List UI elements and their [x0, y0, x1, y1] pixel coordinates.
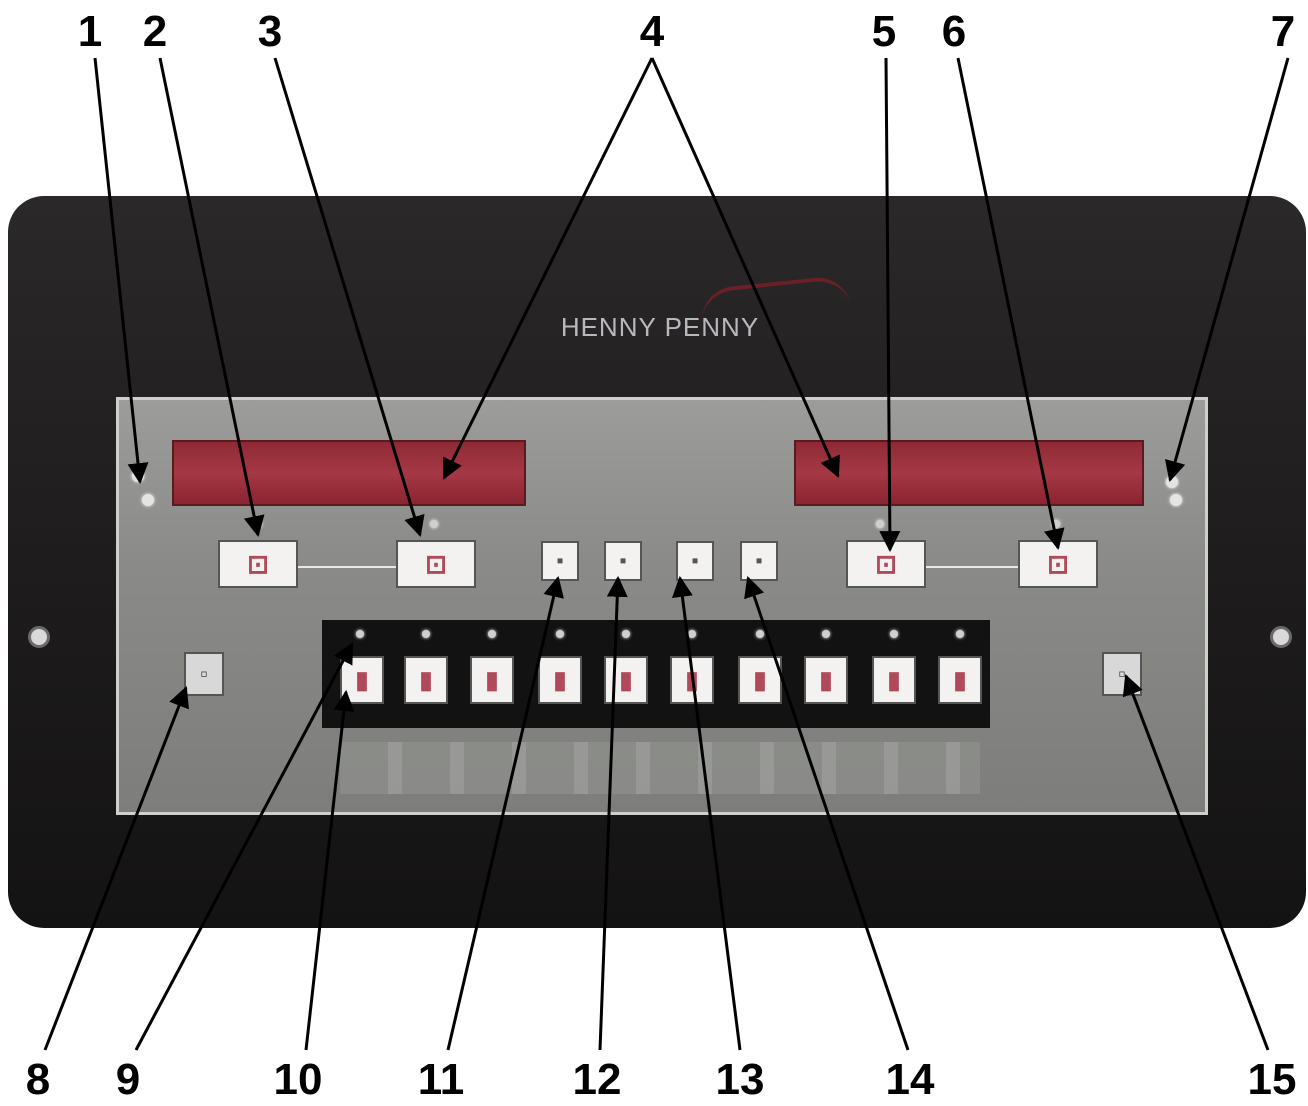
product-led-8 [822, 630, 830, 638]
callout-1: 1 [77, 7, 103, 56]
center-key-13[interactable]: ▪ [676, 541, 714, 581]
key-5-led [876, 520, 884, 528]
product-led-1 [356, 630, 364, 638]
product-led-3 [488, 630, 496, 638]
right-indicator-light-2 [1170, 494, 1182, 506]
left-display [172, 440, 526, 506]
product-key-6[interactable]: ▮ [670, 656, 714, 704]
callout-8: 8 [25, 1055, 51, 1104]
product-key-7[interactable]: ▮ [738, 656, 782, 704]
callout-15: 15 [1247, 1055, 1297, 1104]
center-key-12[interactable]: ▪ [604, 541, 642, 581]
product-key-8[interactable]: ▮ [804, 656, 848, 704]
callout-10: 10 [273, 1055, 323, 1104]
left-indicator-light [132, 470, 144, 482]
right-side-key[interactable]: ▫ [1102, 652, 1142, 696]
callout-4: 4 [639, 7, 665, 56]
right-product-key-2[interactable]: ⊡ [1018, 540, 1098, 588]
left-product-key-1[interactable]: ⊡ [218, 540, 298, 588]
lower-label-band [340, 742, 980, 794]
center-key-14[interactable]: ▪ [740, 541, 778, 581]
left-mounting-screw [28, 626, 50, 648]
callout-11: 11 [417, 1055, 465, 1104]
right-product-key-1[interactable]: ⊡ [846, 540, 926, 588]
center-key-11[interactable]: ▪ [541, 541, 579, 581]
product-key-5[interactable]: ▮ [604, 656, 648, 704]
product-led-9 [890, 630, 898, 638]
callout-14: 14 [885, 1055, 935, 1104]
product-led-7 [756, 630, 764, 638]
left-product-key-2[interactable]: ⊡ [396, 540, 476, 588]
product-key-4[interactable]: ▮ [538, 656, 582, 704]
callout-5: 5 [871, 7, 897, 56]
right-mounting-screw [1270, 626, 1292, 648]
product-key-2[interactable]: ▮ [404, 656, 448, 704]
product-key-1[interactable]: ▮ [340, 656, 384, 704]
product-led-6 [688, 630, 696, 638]
callout-9: 9 [115, 1055, 141, 1104]
callout-3: 3 [257, 7, 283, 56]
callout-2: 2 [142, 7, 168, 56]
callout-12: 12 [572, 1055, 622, 1104]
product-led-5 [622, 630, 630, 638]
product-led-4 [556, 630, 564, 638]
key-2-led [254, 520, 262, 528]
left-indicator-light-2 [142, 494, 154, 506]
product-key-10[interactable]: ▮ [938, 656, 982, 704]
right-key-link [924, 566, 1020, 568]
product-key-9[interactable]: ▮ [872, 656, 916, 704]
brand-logo: HENNY PENNY [560, 312, 760, 342]
right-display [794, 440, 1144, 506]
key-6-led [1052, 520, 1060, 528]
left-side-key[interactable]: ▫ [184, 652, 224, 696]
key-3-led [430, 520, 438, 528]
product-led-10 [956, 630, 964, 638]
callout-6: 6 [941, 7, 967, 56]
product-key-3[interactable]: ▮ [470, 656, 514, 704]
callout-13: 13 [715, 1055, 765, 1104]
product-led-2 [422, 630, 430, 638]
callout-7: 7 [1270, 7, 1296, 56]
left-key-link [298, 566, 396, 568]
right-indicator-light [1166, 476, 1178, 488]
